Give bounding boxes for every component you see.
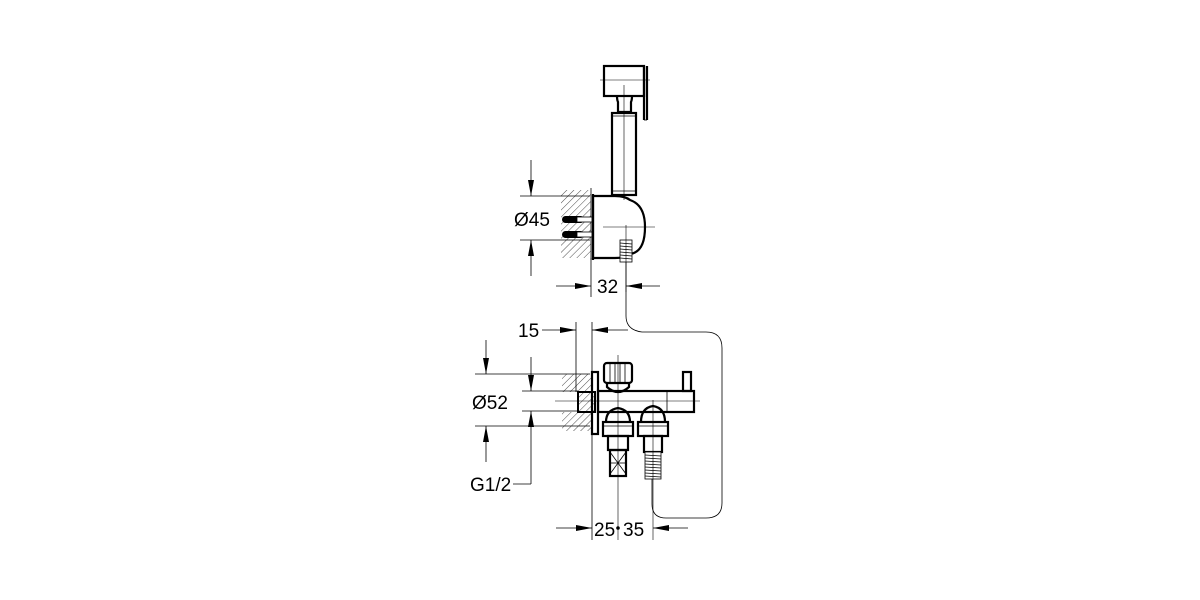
label-projection-32: 32 <box>597 277 618 298</box>
label-thread-g12: G1/2 <box>470 475 511 496</box>
label-diameter-45: Ø45 <box>514 210 550 231</box>
wall-hatch-bottom <box>562 374 592 392</box>
wall-hatch-bottom-2 <box>562 412 592 431</box>
label-offset-15: 15 <box>518 321 539 342</box>
dim-thread-g12: G1/2 <box>470 357 578 496</box>
thread-nipple <box>577 391 596 413</box>
dim-diameter-45: Ø45 <box>514 160 590 276</box>
label-diameter-52: Ø52 <box>472 393 508 414</box>
label-outlet-25: 25 <box>594 520 615 541</box>
dim-projection-32: 32 <box>556 258 660 298</box>
handspray-holder-view: Ø45 32 <box>514 64 660 298</box>
wall-hatch-top <box>561 190 591 258</box>
dim-outlet-spacing: 25 35 <box>556 520 688 541</box>
dim-offset-15: 15 <box>518 321 628 540</box>
handspray <box>600 64 650 200</box>
hose-connection <box>625 262 723 519</box>
label-outlet-35: 35 <box>623 520 644 541</box>
valve-body <box>596 389 696 414</box>
valve-post <box>681 370 693 393</box>
angle-valve-view: 15 Ø52 G1/2 <box>470 321 700 541</box>
